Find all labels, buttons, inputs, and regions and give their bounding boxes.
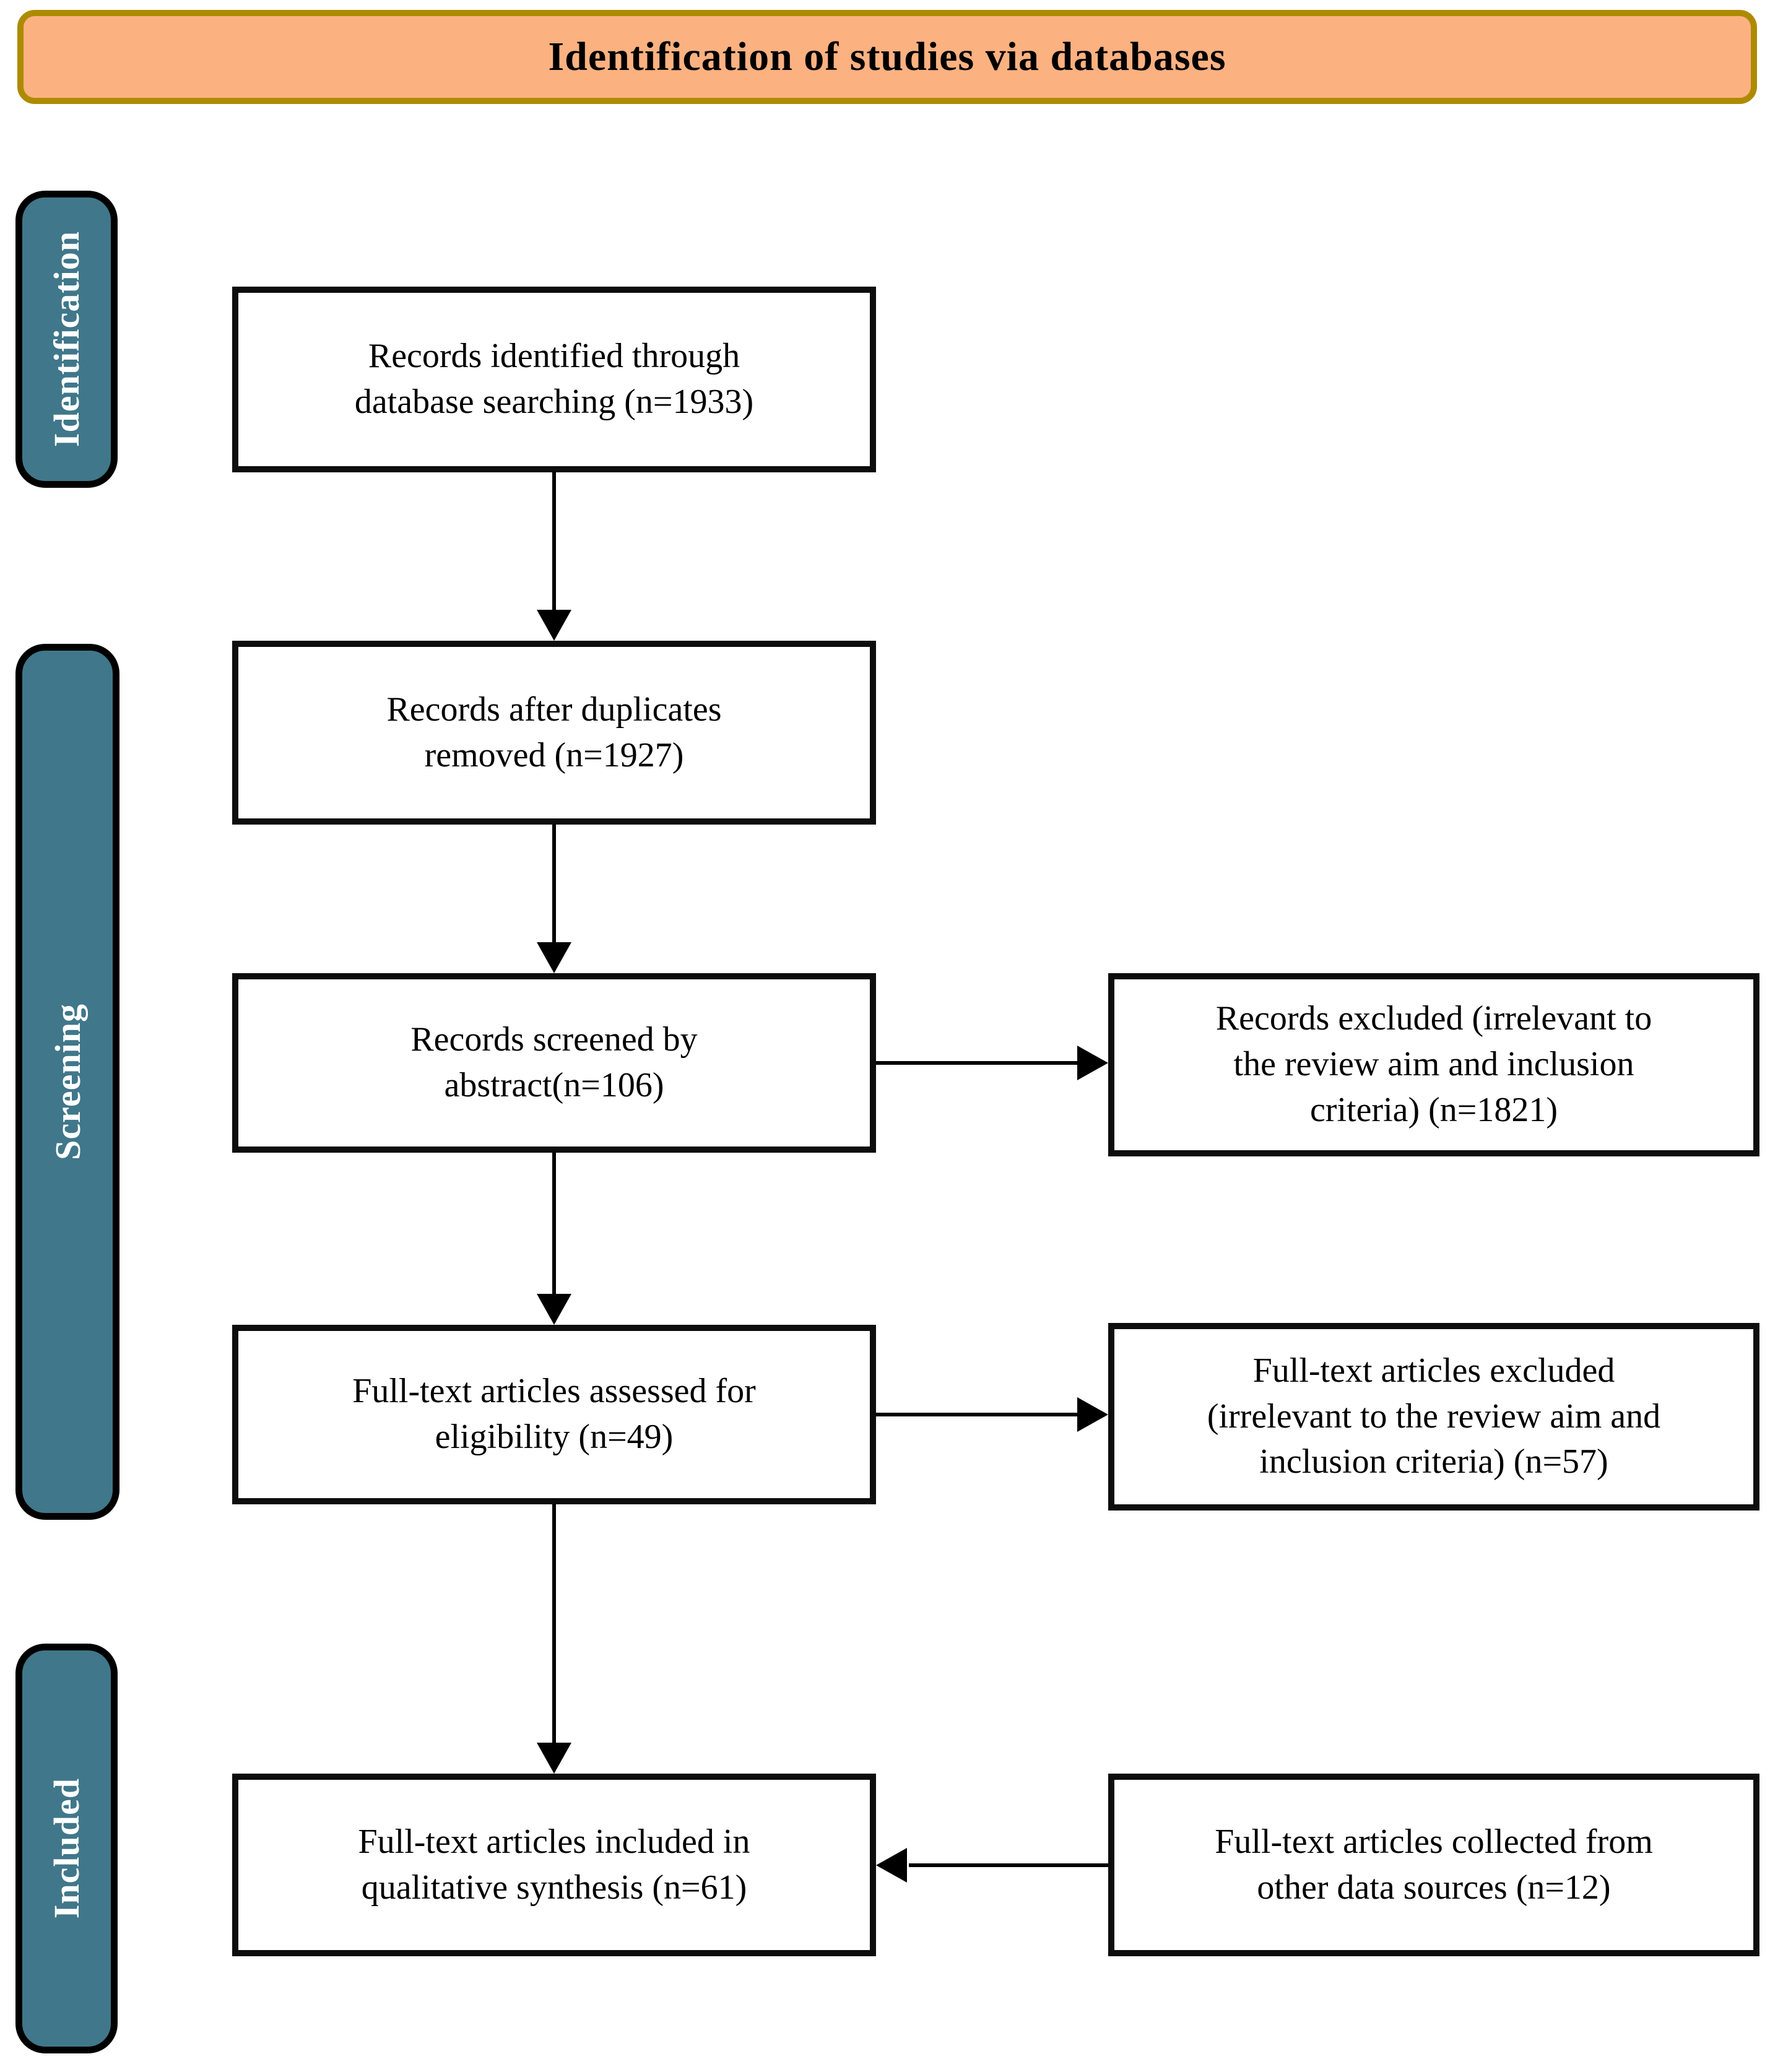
title-banner-text: Identification of studies via databases bbox=[548, 34, 1226, 79]
arrow-screened-to-records-excluded bbox=[876, 1046, 1108, 1080]
arrow-duplicates-to-screened bbox=[537, 825, 571, 973]
stage-label-included: Included bbox=[15, 1644, 118, 2053]
stage-label-identification-text: Identification bbox=[46, 231, 87, 448]
box-included-synthesis-text: Full-text articles included in qualitati… bbox=[358, 1822, 750, 1907]
arrow-assessed-to-fulltext-excluded bbox=[876, 1397, 1108, 1432]
stage-label-included-text: Included bbox=[46, 1778, 87, 1919]
arrow-screened-to-fulltext-assessed bbox=[537, 1153, 571, 1325]
box-included-synthesis: Full-text articles included in qualitati… bbox=[232, 1774, 876, 1956]
box-fulltext-excluded-text: Full-text articles excluded (irrelevant … bbox=[1207, 1351, 1661, 1481]
title-banner: Identification of studies via databases bbox=[17, 10, 1757, 104]
arrow-fulltext-assessed-to-included bbox=[537, 1504, 571, 1774]
box-fulltext-assessed-text: Full-text articles assessed for eligibil… bbox=[352, 1372, 756, 1456]
stage-label-screening-text: Screening bbox=[47, 1003, 88, 1160]
arrow-identified-to-duplicates bbox=[537, 472, 571, 641]
box-records-screened-text: Records screened by abstract(n=106) bbox=[410, 1020, 698, 1104]
box-records-after-duplicates-text: Records after duplicates removed (n=1927… bbox=[386, 690, 722, 774]
box-records-identified-text: Records identified through database sear… bbox=[354, 337, 754, 421]
box-fulltext-assessed: Full-text articles assessed for eligibil… bbox=[232, 1325, 876, 1504]
box-records-after-duplicates: Records after duplicates removed (n=1927… bbox=[232, 641, 876, 825]
box-records-identified: Records identified through database sear… bbox=[232, 287, 876, 472]
stage-label-identification: Identification bbox=[15, 191, 118, 488]
box-records-screened: Records screened by abstract(n=106) bbox=[232, 973, 876, 1153]
stage-label-screening: Screening bbox=[15, 644, 119, 1520]
arrow-other-sources-to-included bbox=[876, 1848, 1108, 1883]
box-other-data-sources-text: Full-text articles collected from other … bbox=[1215, 1822, 1653, 1907]
box-records-excluded-text: Records excluded (irrelevant to the revi… bbox=[1215, 999, 1652, 1129]
box-other-data-sources: Full-text articles collected from other … bbox=[1108, 1774, 1759, 1956]
box-records-excluded: Records excluded (irrelevant to the revi… bbox=[1108, 973, 1759, 1156]
box-fulltext-excluded: Full-text articles excluded (irrelevant … bbox=[1108, 1323, 1759, 1511]
